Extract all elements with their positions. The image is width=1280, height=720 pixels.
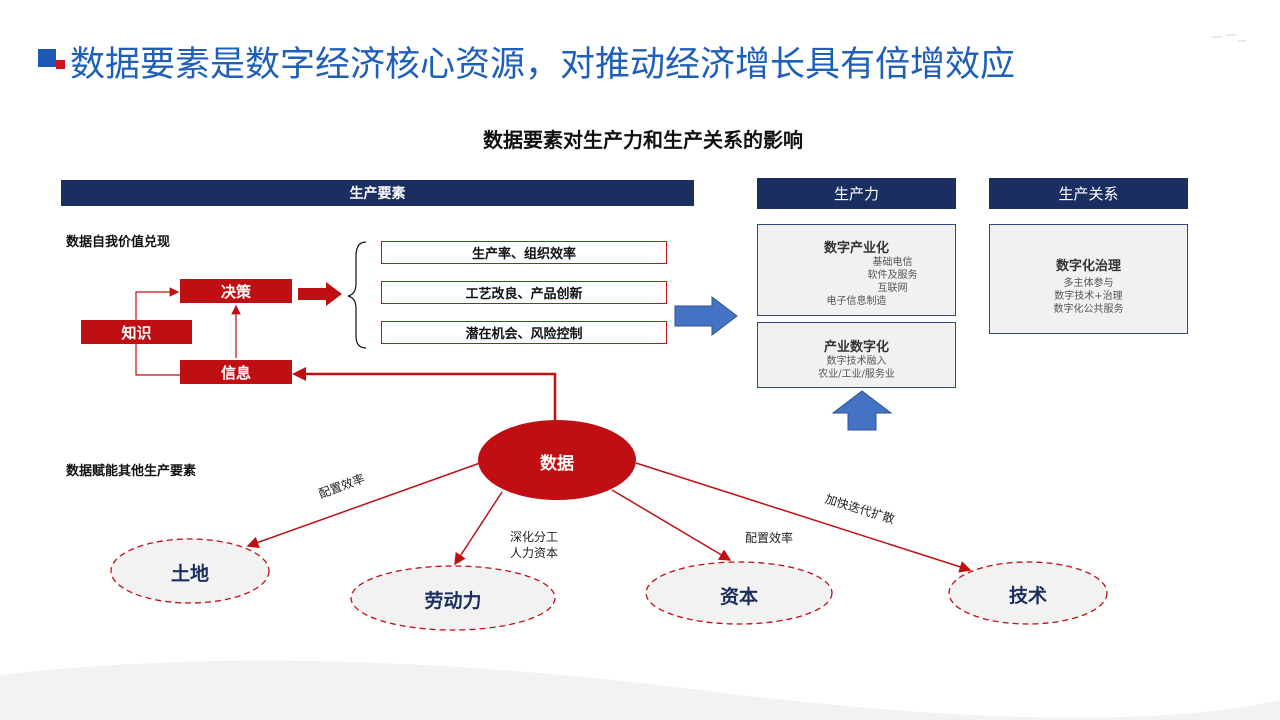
label-self-value: 数据自我价值兑现: [66, 235, 171, 250]
outcome-label: 工艺改良、产品创新: [465, 287, 583, 302]
outcome-bracket: [347, 241, 367, 349]
page-title: 数据要素是数字经济核心资源，对推动经济增长具有倍增效应: [70, 45, 1016, 85]
box-digital-governance: 数字化治理 多主体参与 数字技术+治理 数字化公共服务: [989, 224, 1188, 334]
ellipse-tech: [948, 561, 1108, 625]
box-line: 农业/工业/服务业: [818, 369, 895, 380]
data-center-label: 数据: [540, 454, 574, 474]
ellipse-data: [478, 420, 636, 500]
decision-red-arrow: [298, 282, 342, 306]
box-line: 数字技术融入: [826, 356, 887, 367]
edge-label-labor: 人力资本: [510, 546, 559, 560]
edge-label-labor: 深化分工: [510, 530, 559, 544]
box-line: 互联网: [877, 283, 908, 294]
ellipse-land: [110, 538, 270, 604]
box-line: 数字技术+治理: [1054, 291, 1123, 302]
outcome-box: 潜在机会、风险控制: [381, 321, 667, 344]
box-decision: 决策: [180, 279, 292, 303]
box-decision-label: 决策: [220, 282, 251, 301]
data-to-info-line: [298, 372, 557, 420]
box-information-label: 信息: [220, 363, 251, 382]
ellipse-labor: [350, 565, 556, 631]
outcome-label: 潜在机会、风险控制: [465, 327, 583, 342]
factor-tech: 技术: [1008, 585, 1047, 607]
factor-land: 土地: [170, 563, 209, 585]
box-line: 数字化公共服务: [1053, 304, 1124, 315]
knowledge-to-info-line: [135, 344, 180, 376]
bar-production-factors: 生产要素: [61, 180, 694, 206]
spoke-tech: [635, 462, 972, 573]
edge-label-capital: 配置效率: [745, 531, 794, 545]
factor-capital: 资本: [719, 586, 758, 608]
bar-production-factors-label: 生产要素: [349, 186, 406, 202]
box-information: 信息: [180, 360, 292, 384]
knowledge-to-decision-line: [135, 287, 180, 320]
box-line: 基础电信: [872, 257, 913, 268]
box-industrial-digitization-title: 产业数字化: [823, 340, 889, 355]
outcome-box: 工艺改良、产品创新: [381, 281, 667, 304]
box-digital-governance-title: 数字化治理: [1055, 259, 1121, 274]
bar-productivity: 生产力: [757, 178, 956, 209]
spoke-labor: [454, 491, 503, 566]
diagram-subtitle: 数据要素对生产力和生产关系的影响: [483, 128, 803, 152]
ellipse-capital: [645, 561, 833, 625]
box-digital-industrialization-title: 数字产业化: [823, 241, 889, 256]
spoke-capital: [611, 489, 732, 561]
factor-labor: 劳动力: [424, 590, 482, 612]
title-bullet-red: [56, 60, 65, 69]
box-line: 电子信息制造: [826, 296, 887, 307]
data-to-info-arrowhead: [292, 367, 306, 381]
box-line: 多主体参与: [1063, 278, 1114, 289]
blue-arrow-right: [674, 295, 738, 337]
bar-relations: 生产关系: [989, 178, 1188, 209]
box-industrial-digitization: 产业数字化 数字技术融入 农业/工业/服务业: [757, 322, 956, 388]
blue-arrow-up: [831, 390, 893, 431]
watermark-logo: [1210, 30, 1250, 54]
spoke-land: [246, 462, 481, 549]
box-digital-industrialization: 数字产业化 基础电信 软件及服务 互联网 电子信息制造: [757, 224, 956, 316]
bar-relations-label: 生产关系: [1058, 185, 1119, 203]
outcome-label: 生产率、组织效率: [471, 247, 576, 262]
label-empower: 数据赋能其他生产要素: [66, 464, 197, 479]
outcome-box: 生产率、组织效率: [381, 241, 667, 264]
box-line: 软件及服务: [867, 270, 918, 281]
bar-productivity-label: 生产力: [833, 185, 879, 203]
box-knowledge-label: 知识: [121, 323, 152, 342]
title-bullet-blue: [38, 49, 56, 67]
box-knowledge: 知识: [81, 320, 192, 344]
